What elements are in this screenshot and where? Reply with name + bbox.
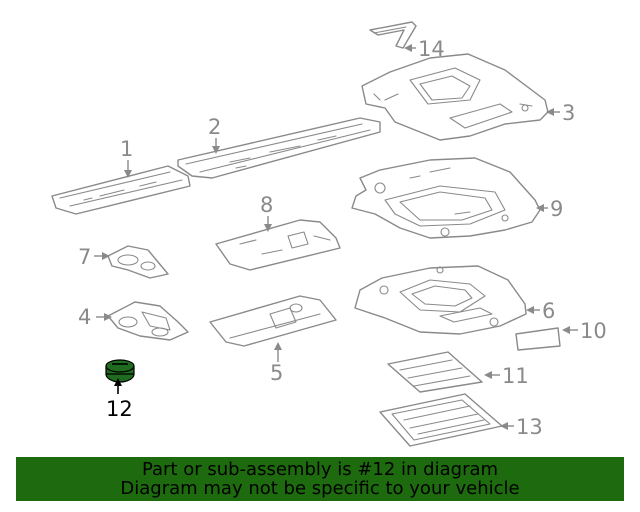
callout-6: 6 [542,299,555,323]
part-9[interactable] [351,157,541,239]
part-6[interactable] [354,265,527,335]
callout-7: 7 [78,245,91,269]
callout-10: 10 [580,319,607,343]
part-1[interactable] [51,165,191,215]
callout-13: 13 [516,415,543,439]
callout-8: 8 [260,193,273,217]
part-7[interactable] [107,245,169,279]
part-4[interactable] [107,301,189,341]
part-12[interactable] [105,359,135,383]
callout-12: 12 [106,397,133,421]
part-10[interactable] [515,327,561,351]
part-3[interactable] [361,53,549,141]
callout-9: 9 [550,197,563,221]
notice-banner: Part or sub-assembly is #12 in diagram D… [16,457,624,501]
banner-line-1: Part or sub-assembly is #12 in diagram [141,459,499,480]
part-8[interactable] [215,219,341,271]
banner-line-2: Diagram may not be specific to your vehi… [120,478,520,499]
leader-lines [94,44,578,430]
callout-4: 4 [78,305,91,329]
part-14[interactable] [369,21,417,49]
callout-11: 11 [502,364,529,388]
callout-3: 3 [562,101,575,125]
callout-2: 2 [208,115,221,139]
part-11[interactable] [387,351,483,393]
part-5[interactable] [209,295,337,347]
callout-14: 14 [418,37,445,61]
callout-labels: 1 2 3 4 5 6 7 8 9 10 11 12 13 14 [78,37,607,439]
callout-5: 5 [270,361,283,385]
callout-1: 1 [120,137,133,161]
part-13[interactable] [379,393,503,447]
part-2[interactable] [177,117,381,179]
